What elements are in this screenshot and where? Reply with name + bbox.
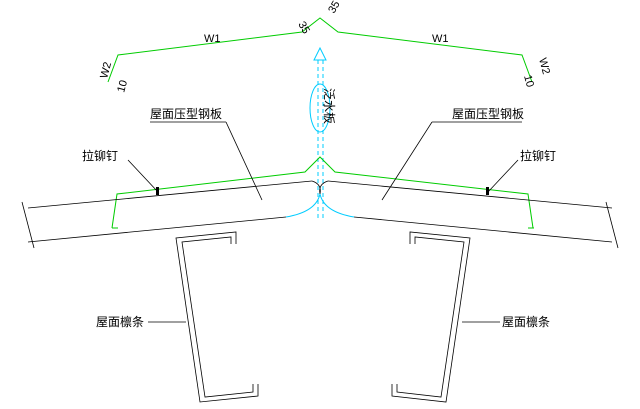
purlin-left (175, 231, 259, 403)
roof-panel-label-right: 屋面压型钢板 (452, 107, 524, 121)
leader-rivet-right (487, 159, 519, 193)
rivet-label-right: 拉铆钉 (520, 148, 556, 163)
purlin-right (391, 231, 471, 403)
roof-panel-right (319, 180, 619, 249)
hem-size-left: 10 (115, 79, 130, 94)
ridge-dim-label-right: 35 (326, 0, 343, 15)
leader-roof-panel-right (381, 121, 433, 201)
hem-label-right: W2 (536, 57, 552, 76)
ridge-dim-label-left: 35 (295, 20, 312, 37)
purlin-label-left: 屋面檩条 (96, 314, 144, 329)
flashing-width-label-right: W1 (432, 33, 449, 45)
roof-panel-left (21, 180, 321, 249)
roof-panel-label-left: 屋面压型钢板 (150, 107, 222, 121)
leader-roof-panel-left (225, 121, 263, 201)
hem-size-right: 10 (521, 74, 536, 89)
flashing-width-label-left: W1 (204, 33, 221, 45)
flashing-center-axis (309, 46, 331, 218)
rivet-right-mark (486, 187, 489, 195)
purlin-label-right: 屋面檩条 (502, 314, 550, 329)
hem-label-left: W2 (98, 61, 114, 80)
ridge-flashing-cover (111, 156, 534, 229)
flashing-board-label: 泛水板 (322, 88, 336, 124)
ridge-flashing-profile-top (107, 17, 533, 83)
rivet-label-left: 拉铆钉 (82, 148, 118, 163)
leader-rivet-left (127, 159, 159, 193)
